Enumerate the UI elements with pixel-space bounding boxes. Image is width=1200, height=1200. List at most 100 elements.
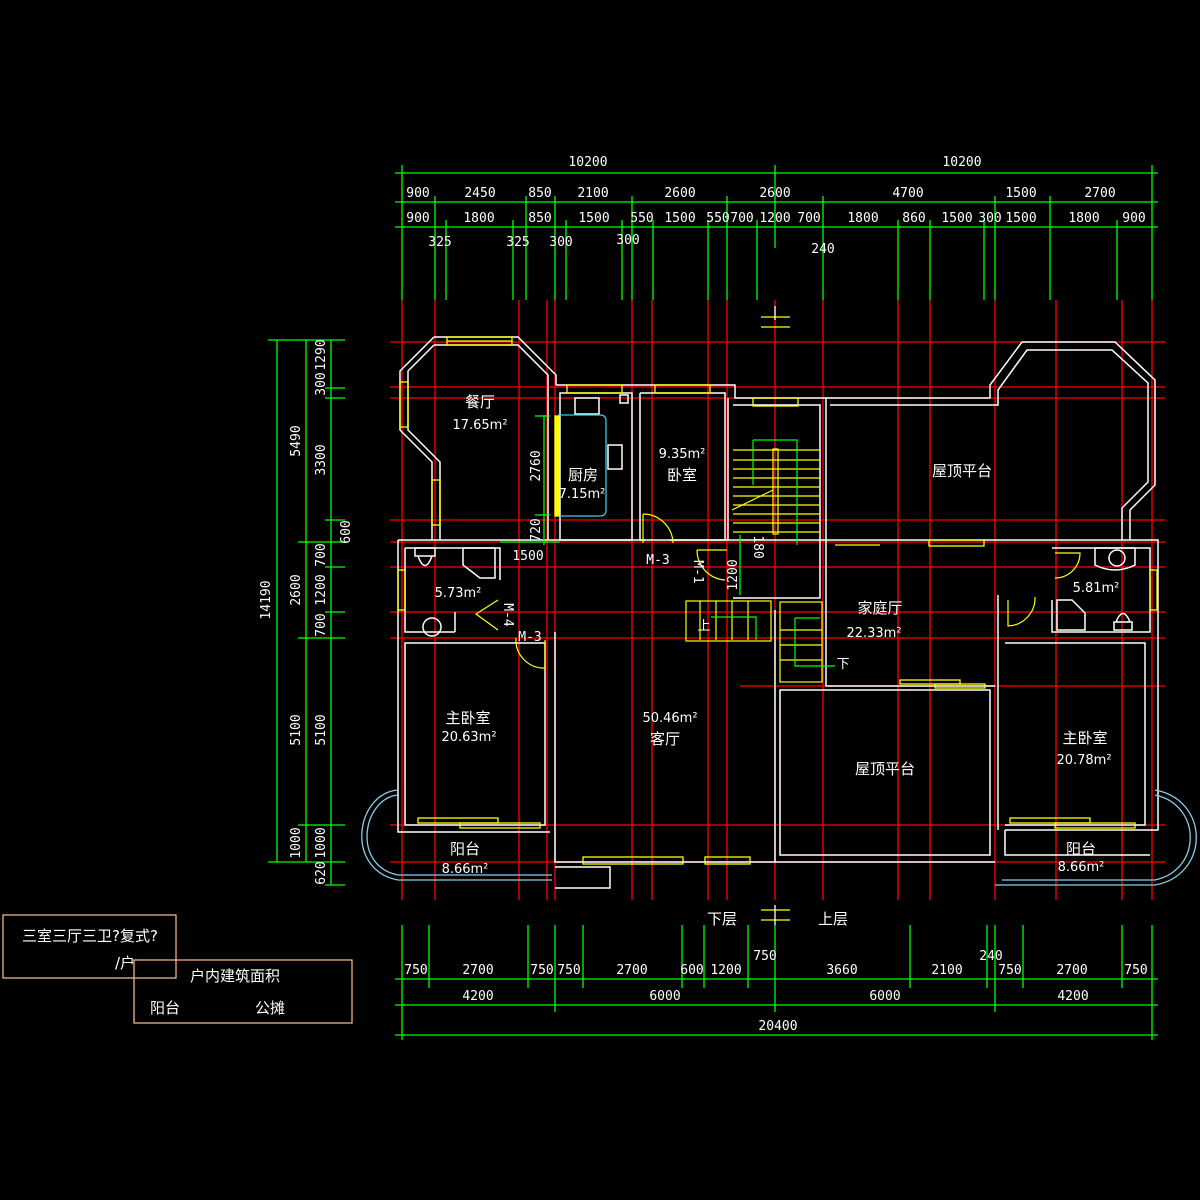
dim-text: 550 xyxy=(706,211,729,226)
walls xyxy=(397,336,1159,889)
dim-text: 1290 xyxy=(314,339,329,370)
dim-text: 1000 xyxy=(289,827,304,858)
dim-text: 3300 xyxy=(314,444,329,475)
room-name: 客厅 xyxy=(650,730,680,748)
shared-area-label: 公摊 xyxy=(255,999,285,1017)
dim-text: 2600 xyxy=(664,186,695,201)
dim-text: 700 xyxy=(730,211,753,226)
dim-text: 10200 xyxy=(942,155,981,170)
dim-text: 700 xyxy=(314,543,329,566)
dim-text: 550 xyxy=(630,211,653,226)
dim-text: 1800 xyxy=(463,211,494,226)
axis-grid xyxy=(390,300,1165,900)
room-name: 家庭厅 xyxy=(857,599,902,617)
dim-text: 2700 xyxy=(462,963,493,978)
dim-text: 750 xyxy=(557,963,580,978)
door-label-m3: M-3 xyxy=(518,630,541,645)
room-area: 9.35m² xyxy=(659,447,706,462)
dim-text: 300 xyxy=(314,372,329,395)
dim-text: 900 xyxy=(1122,211,1145,226)
room-name: 餐厅 xyxy=(465,393,495,411)
dim-text: 1200 xyxy=(759,211,790,226)
dim-text: 5100 xyxy=(314,714,329,745)
kitchen-dim: 1500 xyxy=(512,549,543,564)
dim-text: 750 xyxy=(998,963,1021,978)
stairs xyxy=(685,448,823,683)
unit-type-title: 三室三厅三卫?复式? xyxy=(22,927,158,945)
room-name: 阳台 xyxy=(450,840,480,858)
dim-text: 240 xyxy=(811,242,834,257)
dim-text: 1800 xyxy=(847,211,878,226)
room-area: 5.73m² xyxy=(435,586,482,601)
per-unit-label: /户 xyxy=(115,954,135,972)
dim-text: 5100 xyxy=(289,714,304,745)
dim-text: 2100 xyxy=(577,186,608,201)
dim-text: 2600 xyxy=(759,186,790,201)
dimension-lines xyxy=(268,165,1158,1040)
dim-text: 750 xyxy=(753,949,776,964)
lower-floor-label: 下层 xyxy=(707,910,737,928)
dim-text: 20400 xyxy=(758,1019,797,1034)
room-name: 阳台 xyxy=(1066,840,1096,858)
dim-text: 2700 xyxy=(1056,963,1087,978)
dim-text: 3660 xyxy=(826,963,857,978)
dim-text: 900 xyxy=(406,186,429,201)
upper-floor-label: 上层 xyxy=(818,910,848,928)
dim-text: 1200 xyxy=(710,963,741,978)
room-area: 20.78m² xyxy=(1056,753,1111,768)
room-name: 屋顶平台 xyxy=(932,462,992,480)
doors xyxy=(474,513,1081,669)
dim-text: 750 xyxy=(530,963,553,978)
dim-text: 240 xyxy=(979,949,1002,964)
kitchen-dim: 720 xyxy=(529,518,544,541)
room-name: 卧室 xyxy=(667,466,697,484)
dim-text: 2700 xyxy=(616,963,647,978)
dim-text: 1500 xyxy=(664,211,695,226)
dim-text: 620 xyxy=(314,861,329,884)
dim-text: 1500 xyxy=(578,211,609,226)
dim-text: 860 xyxy=(902,211,925,226)
room-area: 8.66m² xyxy=(442,862,489,877)
room-area: 8.66m² xyxy=(1058,860,1105,875)
dim-text: 1500 xyxy=(1005,186,1036,201)
dim-text: 600 xyxy=(680,963,703,978)
room-area: 17.65m² xyxy=(452,418,507,433)
kitchen-dim: 2760 xyxy=(529,450,544,481)
annotations: 2760 720 1500 180 1200 M-3 M-1 M-4 M-3 上… xyxy=(500,450,850,672)
balcony-railings xyxy=(361,789,1197,886)
room-name: 屋顶平台 xyxy=(855,760,915,778)
dim-text: 5490 xyxy=(289,425,304,456)
dim-text: 1500 xyxy=(1005,211,1036,226)
dim-text: 750 xyxy=(1124,963,1147,978)
dim-text: 700 xyxy=(797,211,820,226)
dim-text: 14190 xyxy=(259,580,274,619)
title-block: 三室三厅三卫?复式? /户 户内建筑面积 阳台 公摊 xyxy=(2,914,353,1024)
interior-area-label: 户内建筑面积 xyxy=(190,967,280,985)
dim-text: 1000 xyxy=(314,827,329,858)
bottom-dimensions: 750 2700 750 750 2700 600 1200 750 3660 … xyxy=(404,949,1147,1034)
room-area: 7.15m² xyxy=(559,487,606,502)
room-name: 主卧室 xyxy=(445,709,490,727)
dim-text: 6000 xyxy=(869,989,900,1004)
dim-text: 325 xyxy=(506,235,529,250)
room-area: 20.63m² xyxy=(441,730,496,745)
dim-text: 4200 xyxy=(1057,989,1088,1004)
dim-text: 850 xyxy=(528,211,551,226)
dim-text: 850 xyxy=(528,186,551,201)
dim-text: 900 xyxy=(406,211,429,226)
dim-text: 2700 xyxy=(1084,186,1115,201)
left-dimensions: 14190 5490 2600 5100 1000 1290 300 3300 … xyxy=(259,339,354,884)
dim-text: 2100 xyxy=(931,963,962,978)
dim-text: 2450 xyxy=(464,186,495,201)
dim-text: 4200 xyxy=(462,989,493,1004)
room-area: 22.33m² xyxy=(846,626,901,641)
dim-text: 700 xyxy=(314,613,329,636)
dim-text: 1800 xyxy=(1068,211,1099,226)
kitchen-counter xyxy=(558,414,607,517)
room-name: 厨房 xyxy=(568,466,598,484)
door-label-m1: M-1 xyxy=(690,560,705,583)
dim-text: 1500 xyxy=(941,211,972,226)
door-label-m3: M-3 xyxy=(646,553,669,568)
dim-text: 750 xyxy=(404,963,427,978)
